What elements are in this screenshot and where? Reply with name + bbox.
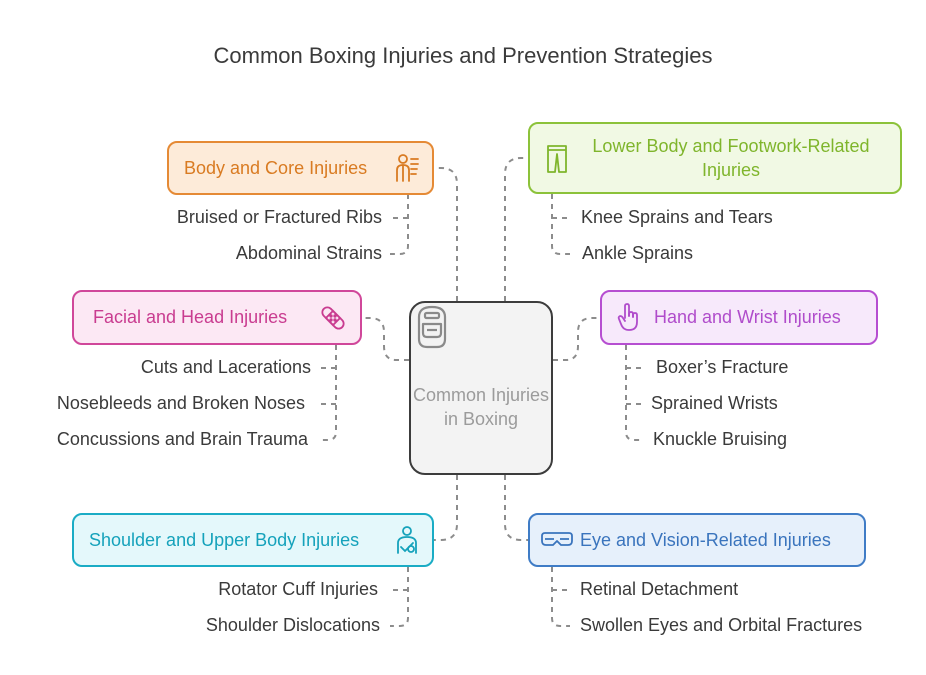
branch-shoulder-upper <box>390 567 409 627</box>
boxing-helmet-icon <box>417 305 447 349</box>
list-item: Cuts and Lacerations <box>140 357 311 377</box>
bandage-icon <box>321 306 345 330</box>
category-shoulder-upper[interactable]: Shoulder and Upper Body Injuries <box>72 513 434 567</box>
connector-shoulder-upper <box>434 475 458 541</box>
branch-eye-vision <box>551 567 570 627</box>
branch-body-core <box>390 194 409 255</box>
list-item: Sprained Wrists <box>651 393 778 413</box>
category-label: Hand and Wrist Injuries <box>654 307 841 327</box>
category-label: Eye and Vision-Related Injuries <box>580 529 831 550</box>
pants-icon <box>547 145 567 173</box>
list-item: Bruised or Fractured Ribs <box>176 207 382 227</box>
category-eye-vision[interactable]: Eye and Vision-Related Injuries <box>528 513 866 567</box>
list-item: Shoulder Dislocations <box>205 615 380 635</box>
category-label: Shoulder and Upper Body Injuries <box>89 529 360 550</box>
category-label: Lower Body and Footwork-Related Injuries <box>592 136 870 180</box>
list-item: Concussions and Brain Trauma <box>56 429 308 449</box>
list-item: Knee Sprains and Tears <box>581 207 773 227</box>
branch-facial-head <box>318 345 337 441</box>
connector-hand-wrist <box>553 317 600 361</box>
goggles-icon <box>541 532 573 546</box>
list-item: Boxer’s Fracture <box>656 357 789 377</box>
category-lower-body[interactable]: Lower Body and Footwork-Related Injuries <box>528 122 902 194</box>
pointing-hand-icon <box>617 303 638 331</box>
category-label: Facial and Head Injuries <box>93 307 288 327</box>
branch-lower-body <box>551 194 570 255</box>
diagram-title: Common Boxing Injuries and Prevention St… <box>213 43 713 68</box>
category-hand-wrist[interactable]: Hand and Wrist Injuries <box>600 290 878 345</box>
injured-person-icon <box>397 526 417 554</box>
list-item: Knuckle Bruising <box>653 429 788 449</box>
list-item: Swollen Eyes and Orbital Fractures <box>580 615 863 635</box>
list-item: Retinal Detachment <box>580 579 739 599</box>
branch-hand-wrist <box>625 345 644 441</box>
connector-body-core <box>434 167 458 301</box>
category-label: Body and Core Injuries <box>184 157 368 178</box>
category-body-core[interactable]: Body and Core Injuries <box>167 141 434 195</box>
list-item: Rotator Cuff Injuries <box>218 579 378 599</box>
center-node: Common Injuries in Boxing <box>409 301 553 475</box>
category-facial-head[interactable]: Facial and Head Injuries <box>72 290 362 345</box>
connector-eye-vision <box>504 475 528 541</box>
connector-facial-head <box>362 317 409 361</box>
list-item: Ankle Sprains <box>582 243 694 263</box>
center-label: Common Injuries in Boxing <box>412 385 550 429</box>
list-item: Abdominal Strains <box>235 243 382 263</box>
list-item: Nosebleeds and Broken Noses <box>56 393 305 413</box>
body-anatomy-icon <box>396 154 419 182</box>
connector-lower-body <box>504 157 528 301</box>
